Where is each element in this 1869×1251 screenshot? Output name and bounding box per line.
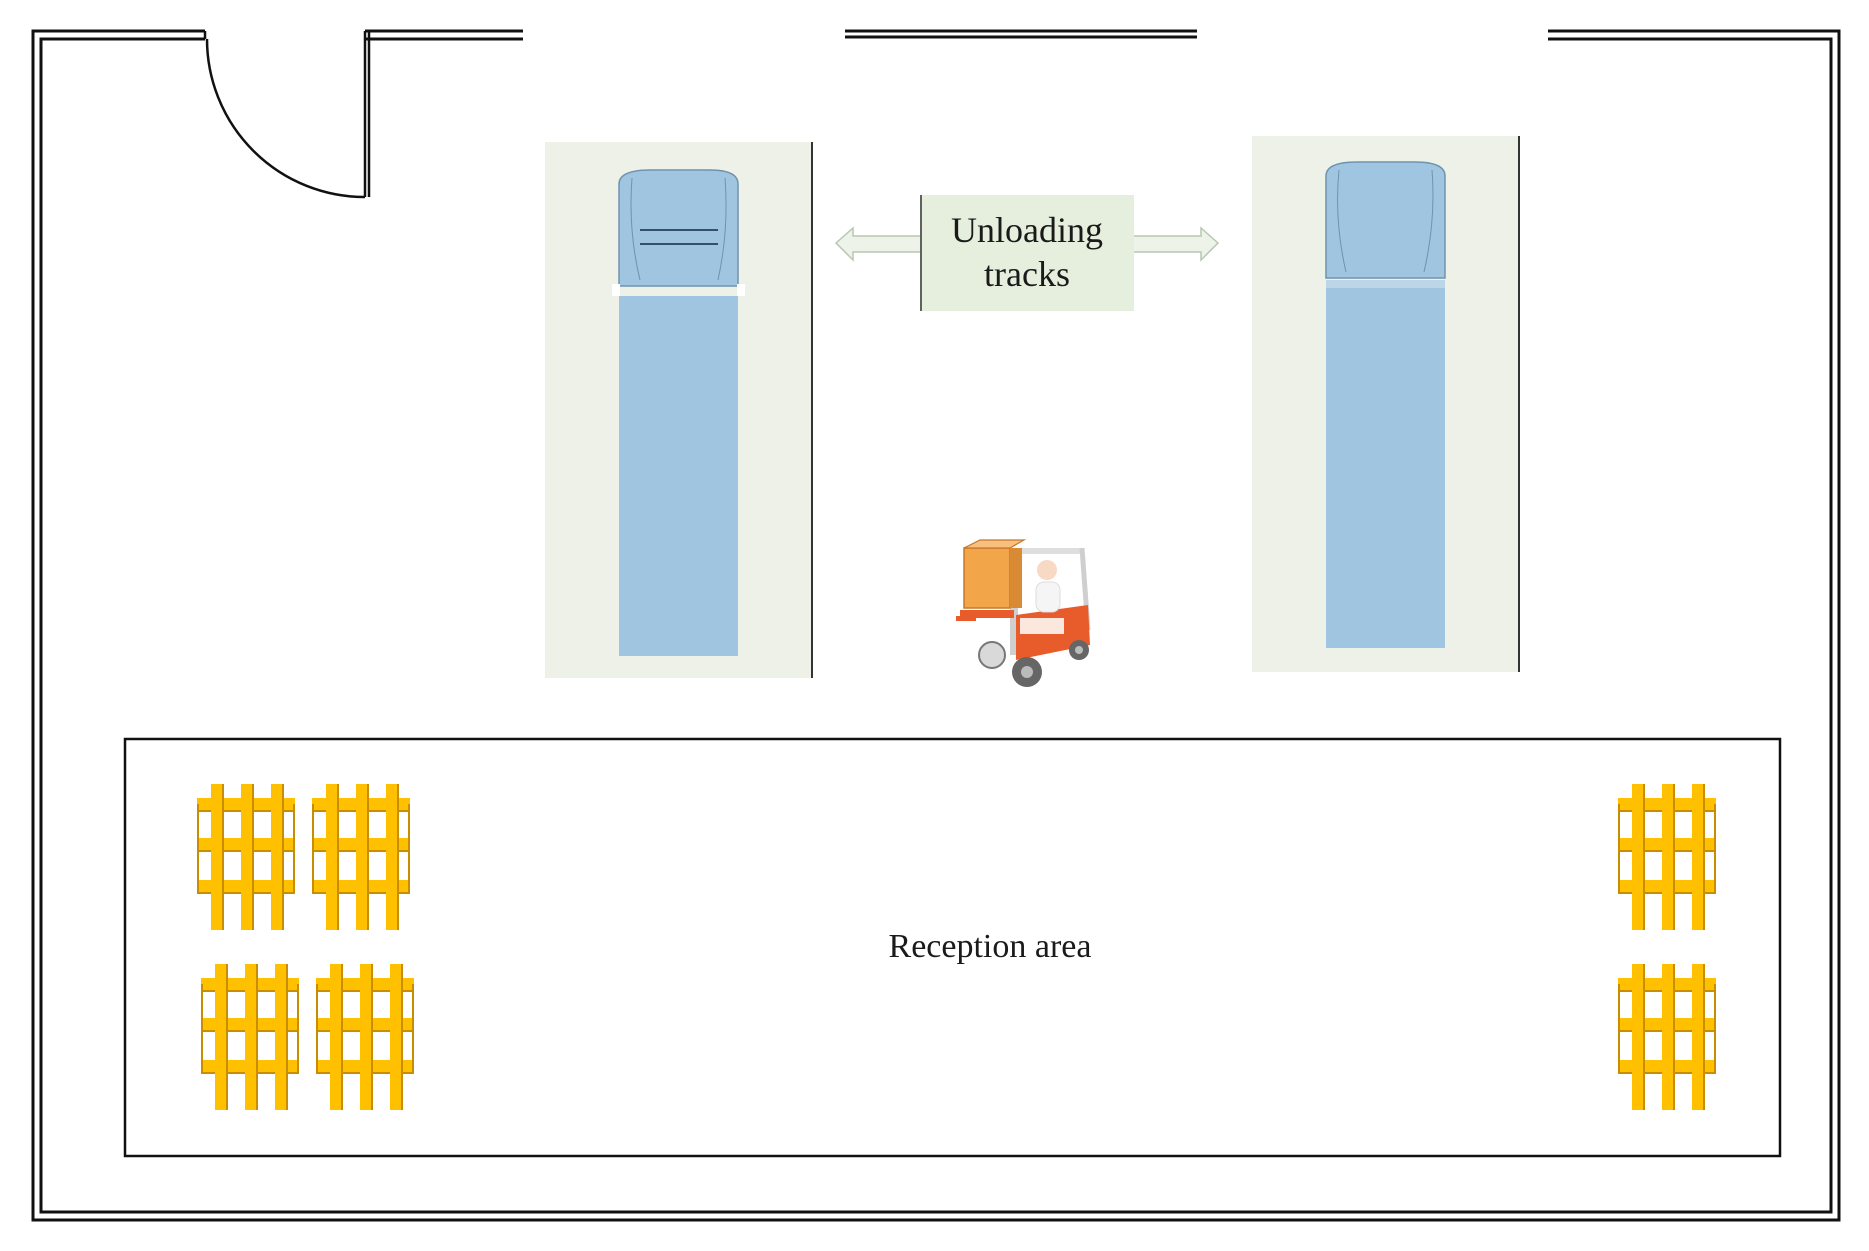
outer-walls: [31, 29, 1841, 1222]
truck-left: [545, 142, 813, 678]
truck-right: [1252, 136, 1520, 672]
pallet-icon: [316, 964, 414, 1110]
pallet-icon: [1618, 784, 1716, 930]
forklift-icon: [956, 539, 1091, 687]
pallet-icon: [197, 784, 295, 930]
unloading-label-line2: tracks: [984, 254, 1070, 294]
reception-label: Reception area: [889, 928, 1092, 965]
pallet-icon: [201, 964, 299, 1110]
pallet-icon: [1618, 964, 1716, 1110]
unloading-tracks-label: Unloading tracks: [834, 195, 1220, 311]
unloading-label-line1: Unloading: [951, 210, 1103, 250]
pallet-icon: [312, 784, 410, 930]
door-swing-icon: [203, 31, 371, 199]
